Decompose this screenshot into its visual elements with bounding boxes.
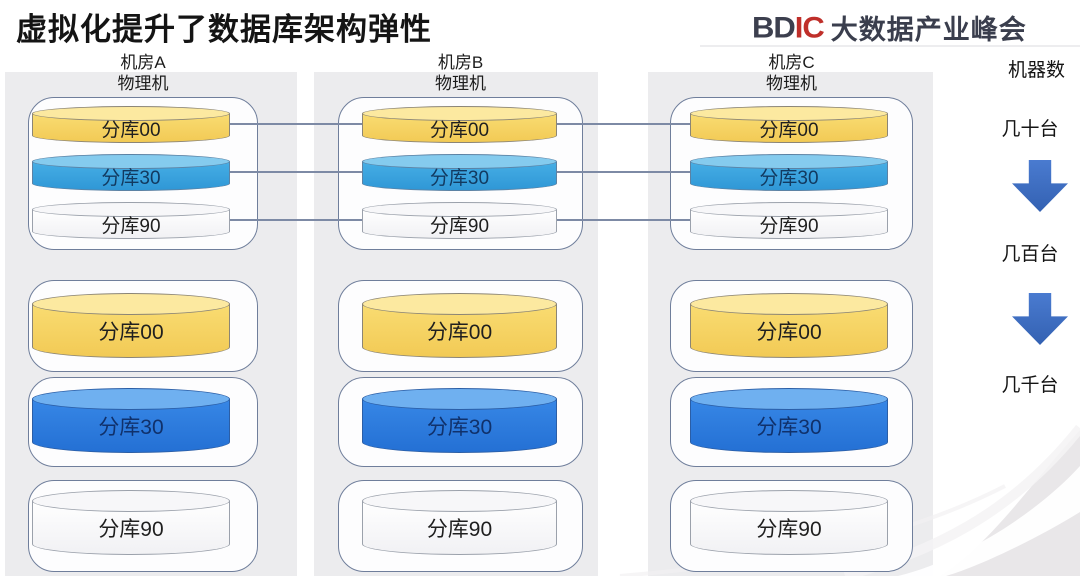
cylinder-top: [32, 388, 230, 410]
machine-count-tens: 几十台: [1001, 119, 1059, 140]
replication-link-shard30-ab: [230, 171, 363, 173]
cylinder-top: [690, 202, 888, 217]
shard30-cylinder-c-vm: 分库30: [690, 388, 888, 453]
shard-label: 分库30: [98, 416, 164, 439]
replication-link-shard90-bc: [556, 219, 691, 221]
shard-label: 分库30: [429, 167, 490, 189]
machine-count-header: 机器数: [1008, 60, 1066, 81]
replication-link-shard00-ab: [230, 123, 363, 125]
shard90-cylinder-b-vm: 分库90: [362, 490, 557, 555]
shard90-cylinder-c-physical: 分库90: [690, 202, 888, 239]
cylinder-top: [362, 154, 557, 169]
shard-label: 分库00: [756, 321, 822, 344]
column-header-room-c: 机房C 物理机: [670, 52, 913, 94]
shard-label: 分库90: [98, 518, 164, 541]
cylinder-top: [362, 293, 557, 315]
machine-count-hundreds: 几百台: [1001, 244, 1059, 265]
shard30-cylinder-c-physical: 分库30: [690, 154, 888, 191]
column-header-room-b: 机房B 物理机: [338, 52, 583, 94]
down-arrow-icon: [1012, 293, 1068, 345]
cylinder-top: [690, 490, 888, 512]
cylinder-top: [32, 106, 230, 121]
cylinder-top: [690, 388, 888, 410]
cylinder-top: [32, 490, 230, 512]
replication-link-shard00-bc: [556, 123, 691, 125]
shard90-cylinder-b-physical: 分库90: [362, 202, 557, 239]
room-c-label: 机房C: [768, 53, 815, 72]
shard30-cylinder-b-physical: 分库30: [362, 154, 557, 191]
shard-label: 分库00: [429, 119, 490, 141]
shard30-cylinder-a-physical: 分库30: [32, 154, 230, 191]
shard00-cylinder-a-vm: 分库00: [32, 293, 230, 358]
cylinder-top: [690, 293, 888, 315]
down-arrow-icon: [1012, 160, 1068, 212]
shard-label: 分库90: [429, 215, 490, 237]
cylinder-top: [362, 388, 557, 410]
shard30-cylinder-b-vm: 分库30: [362, 388, 557, 453]
shard90-cylinder-a-physical: 分库90: [32, 202, 230, 239]
header-divider: [700, 45, 1080, 47]
cylinder-top: [32, 293, 230, 315]
shard-label: 分库90: [101, 215, 161, 237]
shard-label: 分库00: [759, 119, 819, 141]
shard-label: 分库30: [756, 416, 822, 439]
cylinder-top: [362, 490, 557, 512]
room-b-label: 机房B: [437, 53, 484, 72]
shard00-cylinder-c-vm: 分库00: [690, 293, 888, 358]
replication-link-shard90-ab: [230, 219, 363, 221]
cylinder-top: [32, 202, 230, 217]
bdic-logo-mark: BDIC: [752, 10, 825, 44]
shard00-cylinder-c-physical: 分库00: [690, 106, 888, 143]
cylinder-top: [362, 202, 557, 217]
slide-title: 虚拟化提升了数据库架构弹性: [16, 12, 432, 47]
shard-label: 分库30: [426, 416, 493, 439]
shard00-cylinder-b-physical: 分库00: [362, 106, 557, 143]
cylinder-top: [362, 106, 557, 121]
shard90-cylinder-c-vm: 分库90: [690, 490, 888, 555]
room-b-machine-label: 物理机: [435, 74, 486, 93]
room-c-machine-label: 物理机: [766, 74, 817, 93]
shard00-cylinder-a-physical: 分库00: [32, 106, 230, 143]
shard-label: 分库90: [426, 518, 493, 541]
cylinder-top: [690, 106, 888, 121]
cylinder-top: [32, 154, 230, 169]
shard-label: 分库90: [756, 518, 822, 541]
shard-label: 分库00: [426, 321, 493, 344]
shard30-cylinder-a-vm: 分库30: [32, 388, 230, 453]
shard-label: 分库30: [101, 167, 161, 189]
shard-label: 分库90: [759, 215, 819, 237]
bdic-logo: BDIC 大数据产业峰会: [752, 8, 1027, 47]
room-a-label: 机房A: [120, 53, 166, 72]
summit-name: 大数据产业峰会: [830, 15, 1027, 45]
machine-count-thousands: 几千台: [1001, 375, 1059, 396]
shard90-cylinder-a-vm: 分库90: [32, 490, 230, 555]
shard-label: 分库00: [101, 119, 161, 141]
shard00-cylinder-b-vm: 分库00: [362, 293, 557, 358]
shard-label: 分库00: [98, 321, 164, 344]
room-a-machine-label: 物理机: [117, 74, 169, 93]
cylinder-top: [690, 154, 888, 169]
shard-label: 分库30: [759, 167, 819, 189]
column-header-room-a: 机房A 物理机: [28, 52, 258, 94]
replication-link-shard30-bc: [556, 171, 691, 173]
